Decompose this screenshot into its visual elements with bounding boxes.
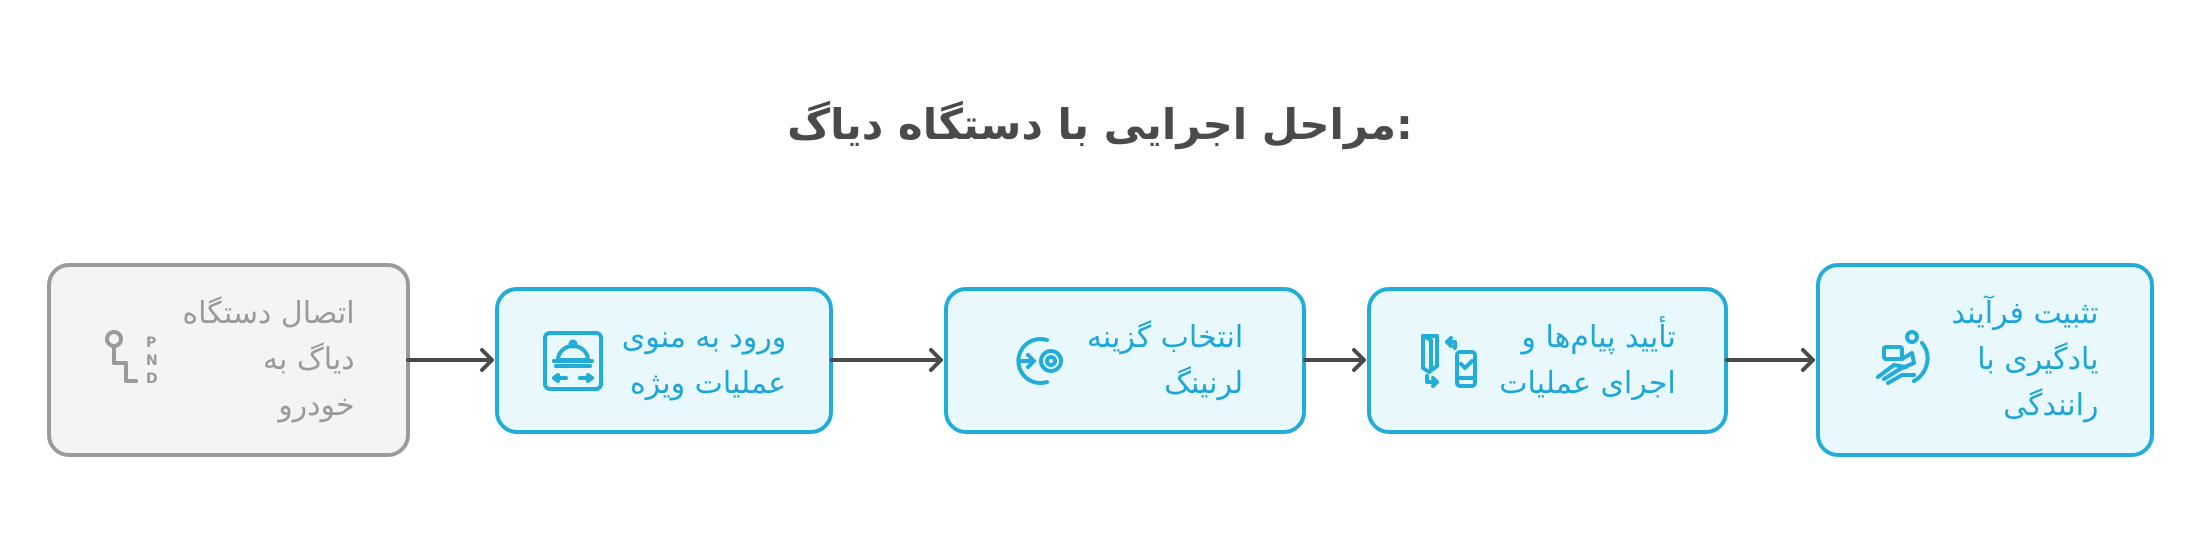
step-select-learning-option: انتخاب گزینه لرنینگ bbox=[944, 287, 1306, 434]
step-confirm-and-execute: تأیید پیام‌ها و اجرای عملیات bbox=[1367, 287, 1728, 434]
cloche-service-icon bbox=[542, 330, 604, 392]
gear-shifter-pnd-icon: P N D bbox=[102, 329, 164, 391]
step-label: ورود به منوی عملیات ویژه bbox=[621, 319, 787, 401]
diagram-title: :مراحل اجرایی با دستگاه دیاگ bbox=[787, 100, 1413, 149]
svg-text:P: P bbox=[146, 335, 156, 351]
person-laptop-reclining-icon bbox=[1872, 329, 1934, 391]
step-connect-diag-device: اتصال دستگاه دیاگ به خودرو P N D bbox=[47, 263, 410, 457]
svg-text:D: D bbox=[146, 371, 158, 387]
arrow-to-target-icon bbox=[1007, 330, 1069, 392]
step-label: تأیید پیام‌ها و اجرای عملیات bbox=[1499, 319, 1676, 401]
step-enter-special-menu: ورود به منوی عملیات ویژه bbox=[495, 287, 833, 434]
step-label: تثبیت فرآیند یادگیری با رانندگی bbox=[1951, 296, 2099, 423]
door-phone-check-icon bbox=[1419, 330, 1481, 392]
step-label: اتصال دستگاه دیاگ به خودرو bbox=[182, 296, 355, 423]
step-label: انتخاب گزینه لرنینگ bbox=[1086, 319, 1244, 401]
svg-text:N: N bbox=[146, 353, 158, 369]
step-stabilize-learning-by-driving: تثبیت فرآیند یادگیری با رانندگی bbox=[1816, 263, 2154, 457]
